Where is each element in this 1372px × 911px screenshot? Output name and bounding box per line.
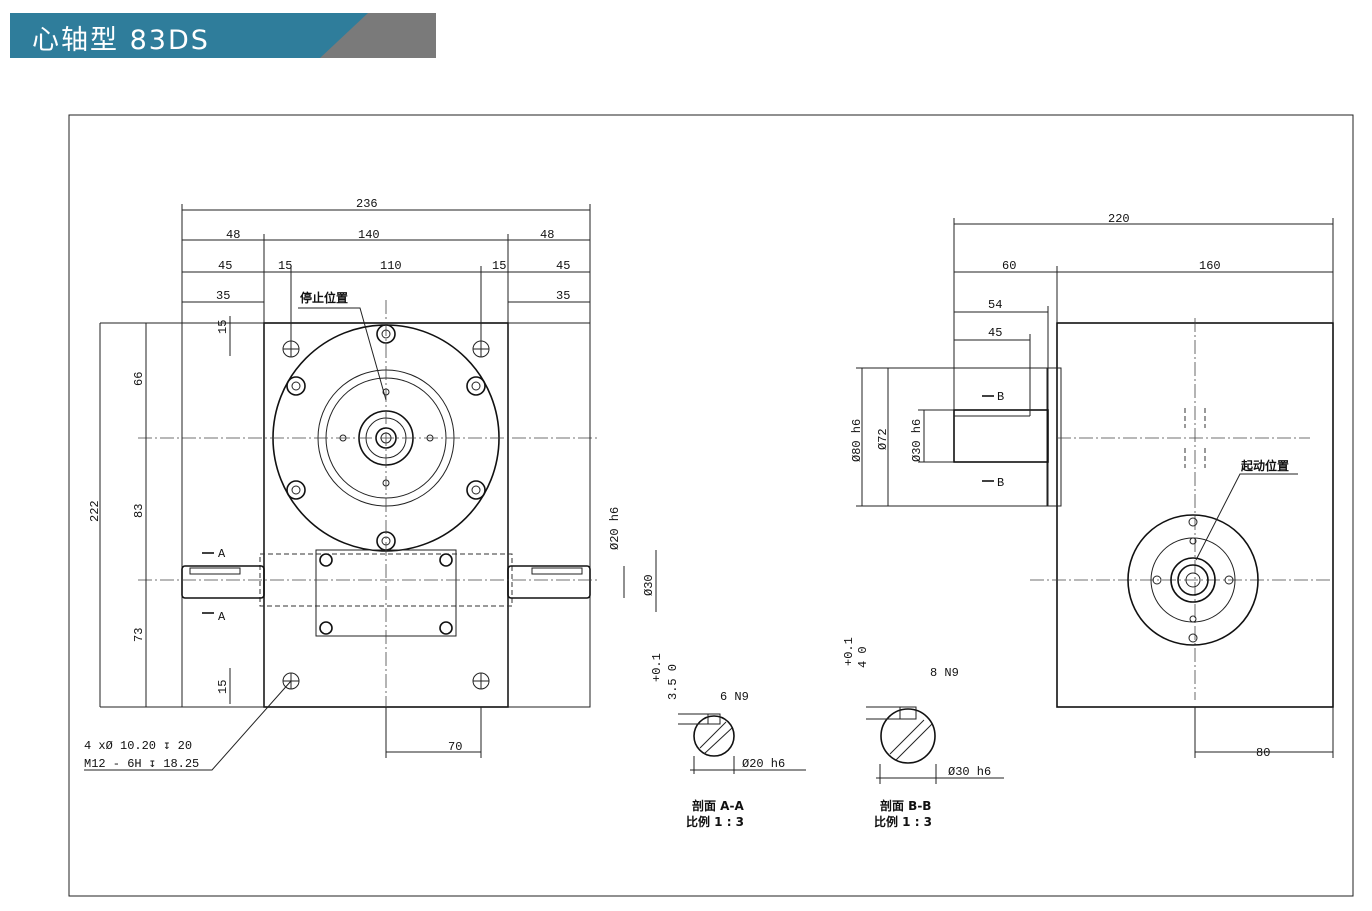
title-banner: 心轴型 83DS <box>10 13 436 58</box>
section-aa <box>678 713 806 774</box>
keyway-left <box>189 567 241 575</box>
dim-d80h6: Ø80 h6 <box>850 419 864 462</box>
keyway-right <box>531 567 583 575</box>
stop-leader <box>298 307 387 401</box>
dim-48-right: 48 <box>540 228 554 242</box>
front-view: 停止位置 A A <box>84 290 600 771</box>
hole-note-2: M12 - 6H ↧ 18.25 <box>84 757 199 771</box>
dim-45-left: 45 <box>218 259 232 273</box>
dim-73: 73 <box>132 628 146 642</box>
drawing-frame <box>68 114 1354 897</box>
dim-d20h6: Ø20 h6 <box>608 507 622 550</box>
dim-236: 236 <box>356 197 378 211</box>
hole-note-1: 4 xØ 10.20 ↧ 20 <box>84 739 192 753</box>
dim-60: 60 <box>1002 259 1016 273</box>
dim-66: 66 <box>132 372 146 386</box>
dim-15-bottom: 15 <box>216 680 230 694</box>
section-aa-tol: +0.1 <box>650 653 664 682</box>
section-aa-shaft <box>693 715 735 757</box>
dim-45-side: 45 <box>988 326 1002 340</box>
dim-80: 80 <box>1256 746 1270 760</box>
start-leader <box>1195 473 1298 561</box>
dim-15-left: 15 <box>278 259 292 273</box>
hole-note-leader <box>84 680 292 771</box>
section-aa-scale: 比例 1 : 3 <box>686 814 744 829</box>
section-a-top: A <box>218 547 226 561</box>
section-b-bottom: B <box>997 476 1004 490</box>
side-dim-lines <box>856 218 1334 758</box>
side-flange <box>1046 367 1062 507</box>
dim-35-right: 35 <box>556 289 570 303</box>
dim-35-left: 35 <box>216 289 230 303</box>
dim-83: 83 <box>132 504 146 518</box>
section-bb-scale: 比例 1 : 3 <box>874 814 932 829</box>
dim-160: 160 <box>1199 259 1221 273</box>
section-aa-keyway <box>707 713 721 725</box>
front-dim-lines <box>99 204 657 758</box>
dim-15-right: 15 <box>492 259 506 273</box>
dim-110: 110 <box>380 259 402 273</box>
dim-140: 140 <box>358 228 380 242</box>
dim-220: 220 <box>1108 212 1130 226</box>
front-flange-left <box>181 322 265 708</box>
section-b-top: B <box>997 390 1004 404</box>
side-input-flange <box>1127 514 1259 646</box>
page-title: 心轴型 83DS <box>32 25 210 56</box>
banner-shape <box>10 13 436 58</box>
side-shaft <box>953 409 1049 463</box>
section-bb-key: 8 N9 <box>930 666 959 680</box>
dim-45-right: 45 <box>556 259 570 273</box>
input-shaft-right <box>507 565 591 599</box>
dim-48-left: 48 <box>226 228 240 242</box>
input-shaft-left <box>181 565 265 599</box>
dim-d30: Ø30 <box>642 574 656 596</box>
dim-15-top: 15 <box>216 320 230 334</box>
dim-70: 70 <box>448 740 462 754</box>
section-aa-key: 6 N9 <box>720 690 749 704</box>
section-bb-keyway <box>899 706 917 720</box>
section-aa-shaft-label: Ø20 h6 <box>742 757 785 771</box>
dim-d72: Ø72 <box>876 428 890 450</box>
section-aa-title: 剖面 A-A <box>692 798 744 813</box>
mounting-holes <box>282 340 490 690</box>
section-bb-tol: +0.1 <box>842 637 856 666</box>
front-flange-right <box>507 322 591 708</box>
section-a-bottom: A <box>218 610 226 624</box>
stop-position-label: 停止位置 <box>300 290 348 305</box>
start-position-label: 起动位置 <box>1240 458 1289 473</box>
section-bb <box>866 706 1004 784</box>
dim-222: 222 <box>88 500 102 522</box>
dim-54: 54 <box>988 298 1002 312</box>
side-view: 起动位置 B B <box>887 318 1334 708</box>
section-bb-title: 剖面 B-B <box>880 798 931 813</box>
dim-d30h6: Ø30 h6 <box>910 419 924 462</box>
section-bb-shaft-label: Ø30 h6 <box>948 765 991 779</box>
section-aa-depth: 3.5 0 <box>666 664 680 700</box>
section-bb-shaft <box>880 708 936 764</box>
section-bb-depth: 4 0 <box>856 646 870 668</box>
